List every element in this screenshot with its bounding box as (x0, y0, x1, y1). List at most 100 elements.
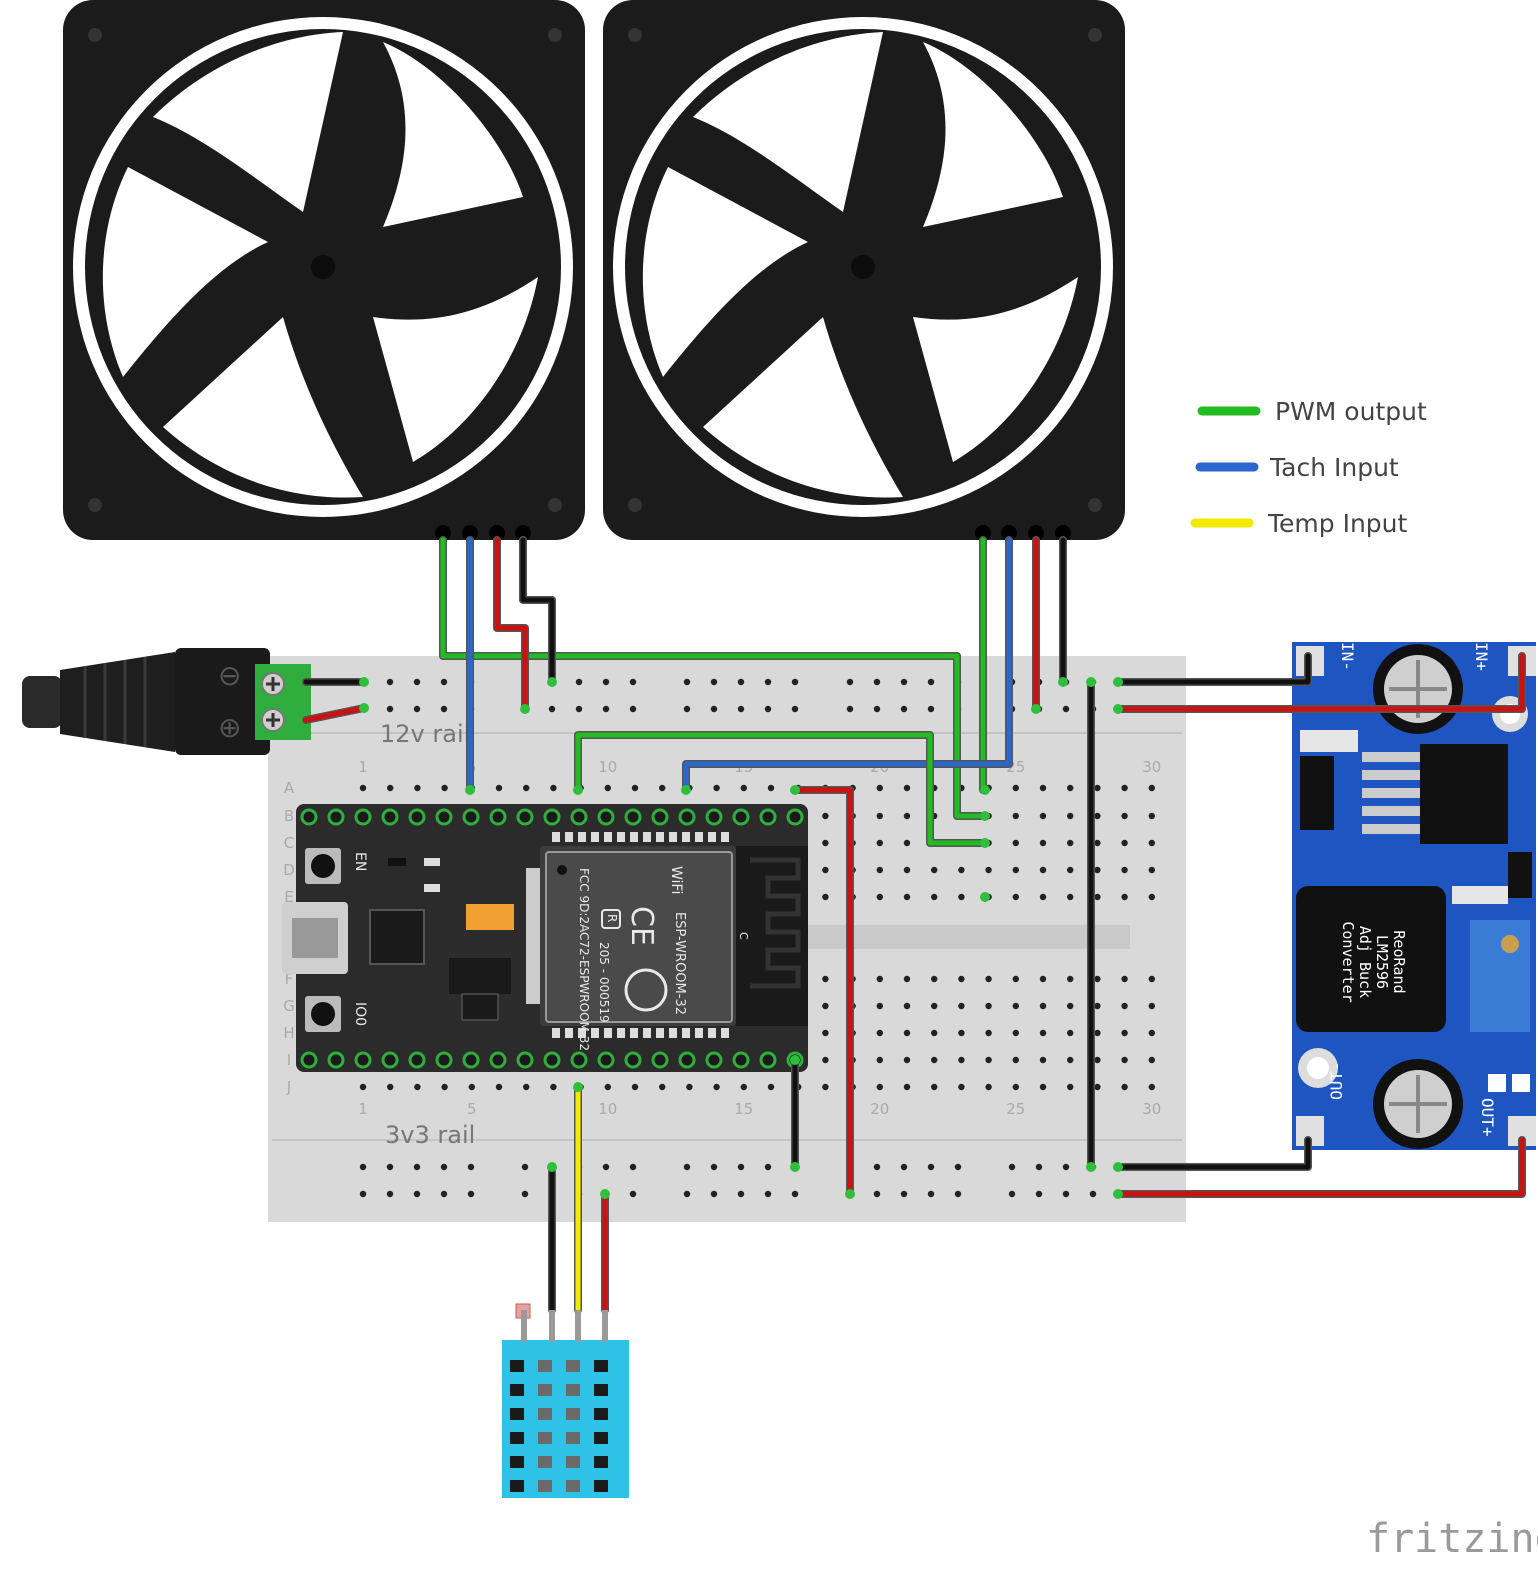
module-pad-bottom (669, 1028, 677, 1038)
column-number: 30 (1142, 1100, 1161, 1118)
breadboard-hole (1012, 1002, 1019, 1010)
rail-hole (548, 705, 556, 713)
breadboard-hole (876, 1002, 883, 1010)
wire-fan1-12v (494, 537, 528, 712)
breadboard-hole (903, 1056, 911, 1064)
rail-hole (683, 678, 691, 686)
dht-leg (521, 1310, 527, 1342)
rail-hole (927, 1163, 935, 1171)
buck-out-plus-label: OUT+ (1478, 1098, 1497, 1137)
breadboard-hole (740, 784, 747, 792)
dht-vent (594, 1432, 608, 1444)
breadboard-hole (985, 1002, 992, 1010)
rail-hole (737, 1190, 745, 1198)
module-pad-bottom (708, 1028, 716, 1038)
rail-hole (873, 1163, 881, 1171)
esp-pin-bottom (732, 1051, 750, 1069)
connection-point (573, 785, 583, 795)
module-pad-top (630, 832, 638, 842)
column-number: 30 (1142, 758, 1161, 776)
esp-pin-top (786, 808, 804, 826)
esp-pin-bottom (435, 1051, 453, 1069)
breadboard-hole (387, 1083, 394, 1091)
breadboard-hole (1067, 866, 1074, 874)
rail-hole (900, 1163, 908, 1171)
fan-2-pin (975, 525, 991, 541)
breadboard-hole (631, 784, 639, 792)
breadboard-hole (931, 1029, 938, 1037)
esp-pin-bottom (570, 1051, 588, 1069)
rail-hole (575, 678, 583, 686)
esp-pin-top (516, 808, 534, 826)
breadboard-hole (822, 975, 829, 983)
connection-point (600, 1189, 610, 1199)
wire-fan1-pwm (440, 537, 988, 819)
breadboard-hole (1012, 1083, 1019, 1091)
breadboard-hole (1067, 1056, 1074, 1064)
fan-1-pin (489, 525, 505, 541)
esp-pin-top (543, 808, 561, 826)
rail-hole (440, 1163, 448, 1171)
esp-pin-top (462, 808, 480, 826)
module-pad-top (604, 832, 612, 842)
dht-vent (538, 1456, 552, 1468)
esp-pin-bottom (354, 1051, 372, 1069)
breadboard-hole (985, 866, 992, 874)
row-letter: D (283, 861, 295, 879)
breadboard-hole (876, 866, 883, 874)
breadboard-hole (985, 1083, 992, 1091)
breadboard-hole (931, 893, 938, 901)
dc-jack: ⊖ ⊕ (22, 648, 311, 755)
esp-pin-bottom (678, 1051, 696, 1069)
row-letter: G (283, 997, 295, 1015)
breadboard-hole (740, 1083, 747, 1091)
dht-vent (538, 1432, 552, 1444)
module-pad-bottom (591, 1028, 599, 1038)
breadboard-hole (1067, 1029, 1074, 1037)
module-name-text: ESP-WROOM-32 (672, 912, 687, 1015)
breadboard-hole (1148, 839, 1156, 847)
breadboard-hole (495, 784, 503, 792)
rail-hole (737, 1163, 745, 1171)
esp-pin-top (408, 808, 426, 826)
wire-buck-out-gnd (1115, 1137, 1311, 1170)
dht-vent (594, 1360, 608, 1372)
breadboard-hole (1094, 893, 1101, 901)
wire-fan1-gnd (520, 537, 555, 685)
io0-button-label: IO0 (352, 1002, 368, 1026)
rail-hole (521, 1163, 529, 1171)
breadboard-hole (523, 784, 530, 792)
breadboard-hole (931, 1083, 938, 1091)
breadboard-hole (903, 1083, 911, 1091)
rail-label-3v3: 3v3 rail (385, 1121, 475, 1149)
wire-jack-12v (303, 705, 367, 723)
rail-hole (791, 705, 799, 713)
breadboard-hole (931, 866, 938, 874)
rail-hole (359, 1163, 367, 1171)
breadboard-hole (1094, 1002, 1101, 1010)
jack-minus-symbol: ⊖ (218, 659, 241, 692)
esp-pin-bottom (624, 1051, 642, 1069)
buck-label-1: ReoRand (1390, 930, 1408, 993)
breadboard-hole (903, 1029, 911, 1037)
esp-pin-top (705, 808, 723, 826)
wire-fan2-tach (683, 537, 1012, 793)
rail-hole (1062, 1190, 1070, 1198)
rail-hole (927, 1190, 935, 1198)
breadboard-hole (1094, 839, 1101, 847)
rail-hole (602, 1163, 610, 1171)
breadboard-hole (1039, 893, 1047, 901)
connection-point (681, 785, 691, 795)
rail-hole (440, 705, 448, 713)
breadboard-hole (931, 975, 938, 983)
rail-hole (1062, 705, 1070, 713)
connection-point (1113, 677, 1123, 687)
column-number: 5 (467, 1100, 477, 1118)
rail-hole (710, 678, 718, 686)
esp-pin-bottom (462, 1051, 480, 1069)
breadboard-hole (1039, 1029, 1047, 1037)
module-pad-bottom (617, 1028, 625, 1038)
breadboard-hole (822, 839, 829, 847)
breadboard-hole (931, 1056, 938, 1064)
connection-point (790, 785, 800, 795)
